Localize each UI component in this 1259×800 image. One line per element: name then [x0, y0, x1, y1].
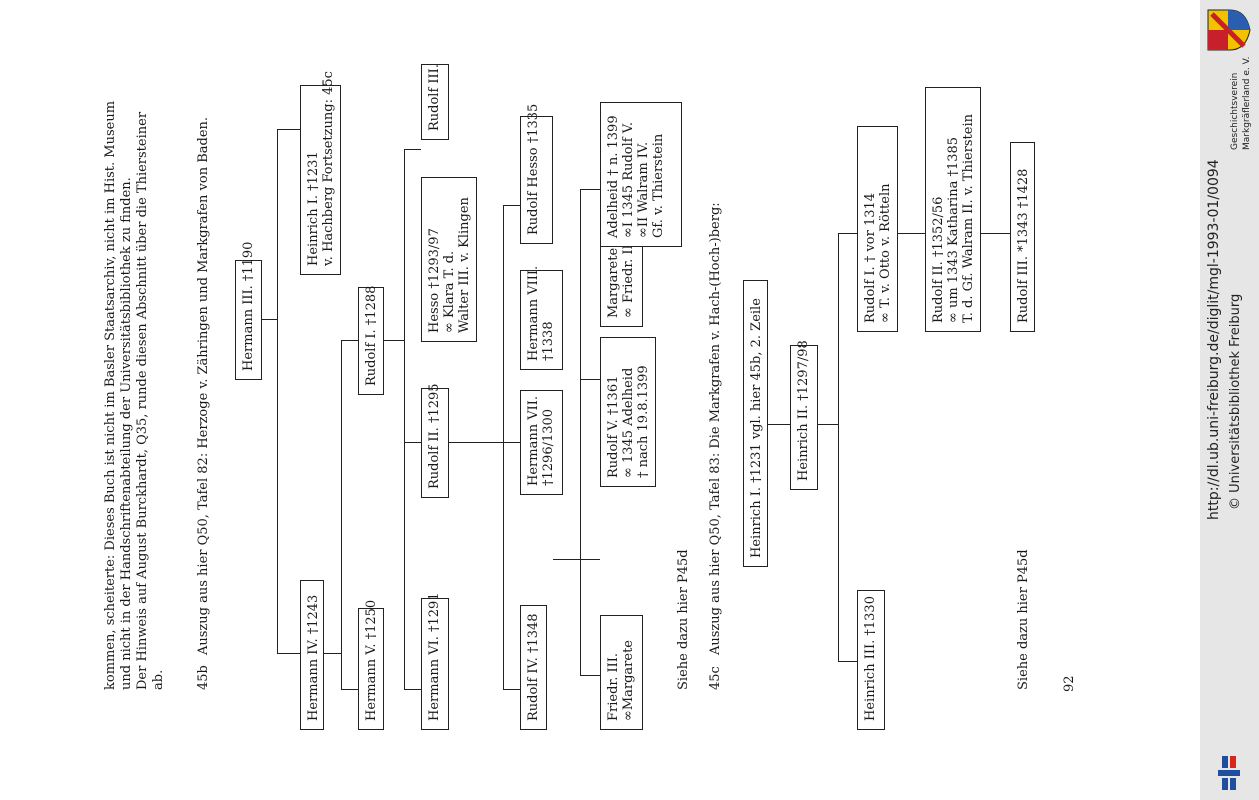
person-rudolf-hesso: Rudolf Hesso †1335 [520, 104, 553, 244]
connector [838, 234, 839, 662]
connector [580, 189, 600, 190]
ub-freiburg-logo-icon [1218, 756, 1240, 790]
connector [898, 233, 925, 234]
connector [818, 424, 838, 425]
connector [503, 689, 520, 690]
person-adelheid: Adelheid † n. 1399∞I 1345 Rudolf V.∞II W… [600, 102, 682, 247]
connector [580, 675, 600, 676]
connector [277, 653, 300, 654]
person-rudolf-iii: Rudolf III. [421, 64, 449, 140]
person-rudolf-ii-45c: Rudolf II. †1352/56∞ um 1343 Katharina †… [925, 87, 981, 332]
section-45b-note: Siehe dazu hier P45d [676, 549, 691, 690]
connector [404, 150, 405, 690]
connector [384, 340, 404, 341]
connector [503, 206, 504, 690]
connector [404, 442, 421, 443]
document-page: kommen, scheiterte: Dieses Buch ist nich… [103, 64, 1077, 730]
person-rudolf-i-45c: Rudolf I. † vor 1314∞ T. v. Otto v. Rött… [857, 126, 898, 332]
connector [449, 442, 503, 443]
connector [324, 653, 341, 654]
connector [277, 129, 300, 130]
person-rudolf-ii: Rudolf II. †1295 [421, 383, 449, 498]
section-45c-heading: Auszug aus hier Q50, Tafel 83: Die Markg… [708, 202, 723, 655]
connector [838, 233, 857, 234]
intro-line-4: ab. [151, 669, 166, 690]
person-heinrich-i-45c: Heinrich I. †1231 vgl. hier 45b, 2. Zeil… [743, 280, 768, 567]
person-rudolf-i: Rudolf I. †1288 [358, 286, 384, 395]
connector [768, 424, 790, 425]
connector [981, 233, 1010, 234]
person-hermann-iii: Hermann III. †1190 [235, 242, 262, 380]
connector [580, 190, 581, 676]
section-45b-heading: Auszug aus hier Q50, Tafel 82: Herzoge v… [196, 116, 211, 655]
person-rudolf-v: Rudolf V. †1361∞ 1345 Adelheid† nach 19.… [600, 337, 656, 487]
connector [404, 149, 421, 150]
connector [277, 130, 278, 654]
connector [341, 341, 342, 690]
org-name-line-2: Markgräflerland e. V. [1242, 56, 1252, 150]
connector [553, 559, 580, 560]
section-45c-note: Siehe dazu hier P45d [1016, 549, 1031, 690]
archive-sidebar: http://dl.ub.uni-freiburg.de/diglit/mgl-… [1200, 0, 1259, 800]
connector [503, 442, 520, 443]
copyright-text: © Universitätsbibliothek Freiburg [1228, 293, 1243, 510]
person-rudolf-iv: Rudolf IV. †1348 [520, 605, 547, 730]
person-rudolf-iii-45c: Rudolf III. *1343 †1428 [1010, 142, 1035, 332]
person-hermann-vi: Hermann VI. †1291 [421, 592, 449, 730]
connector [838, 661, 857, 662]
connector [503, 205, 520, 206]
person-heinrich-ii: Heinrich II. †1297/98 [790, 340, 818, 490]
source-url-link[interactable]: http://dl.ub.uni-freiburg.de/diglit/mgl-… [1206, 159, 1222, 520]
person-hermann-viii: Hermann VIII.†1338 [520, 266, 563, 370]
coat-of-arms-icon [1207, 9, 1251, 51]
person-friedr-iii: Friedr. III.∞Margarete [600, 615, 643, 730]
connector [341, 340, 358, 341]
connector [580, 559, 600, 560]
connector [580, 379, 600, 380]
page-number: 92 [1062, 675, 1077, 692]
section-45b-number: 45b [196, 665, 211, 690]
intro-line-2: und nicht in der Handschriftenabteilung … [119, 177, 134, 690]
person-hermann-vii: Hermann VII.†1296/1300 [520, 390, 563, 495]
connector [262, 319, 277, 320]
rotated-page-content: kommen, scheiterte: Dieses Buch ist nich… [103, 64, 1077, 730]
sidebar-rotated-content: http://dl.ub.uni-freiburg.de/diglit/mgl-… [1200, 0, 1259, 800]
connector [404, 689, 421, 690]
person-hermann-iv: Hermann IV. †1243 [300, 580, 324, 730]
person-hesso-1293: Hesso †1293/97∞ Klara T. d.Walter III. v… [421, 177, 477, 342]
person-heinrich-iii: Heinrich III. †1330 [857, 590, 885, 730]
intro-line-3: Der Hinweis auf August Burckhardt, Q35, … [135, 111, 150, 690]
org-name-line-1: Geschichtsverein [1230, 72, 1240, 150]
person-hermann-v: Hermann V. †1250 [358, 600, 384, 730]
section-45c-number: 45c [708, 666, 723, 690]
connector [341, 689, 358, 690]
intro-line-1: kommen, scheiterte: Dieses Buch ist nich… [103, 100, 118, 690]
